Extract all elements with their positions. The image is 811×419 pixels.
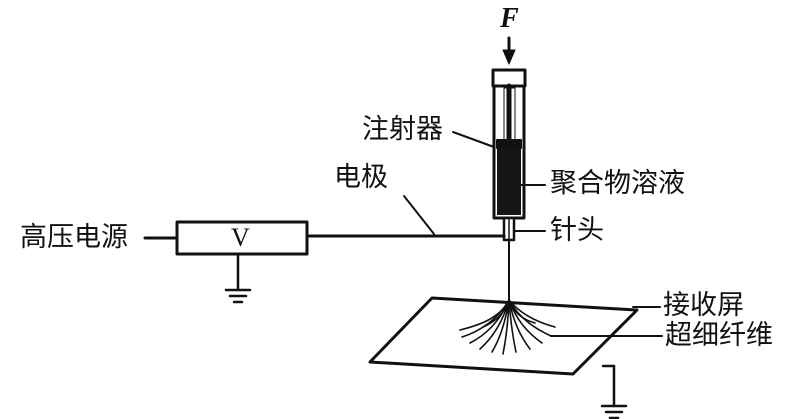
polymer-solution bbox=[497, 148, 521, 215]
syringe-leader bbox=[452, 131, 495, 148]
polymer-solution-label: 聚合物溶液 bbox=[550, 168, 685, 199]
electrode-leader bbox=[403, 195, 435, 235]
syringe-label: 注射器 bbox=[362, 114, 443, 145]
voltmeter-box bbox=[175, 220, 309, 256]
ultrafine-fiber-label: 超细纤维 bbox=[665, 320, 773, 351]
needle-label: 针头 bbox=[550, 215, 604, 246]
force-arrow bbox=[502, 36, 516, 65]
ground-symbol-right bbox=[600, 404, 628, 419]
force-label: F bbox=[500, 3, 519, 34]
voltmeter-label: V bbox=[231, 223, 250, 252]
ground-symbol-left bbox=[224, 288, 252, 304]
plunger-piston bbox=[496, 139, 522, 149]
collector-screen bbox=[368, 296, 639, 376]
collector-screen-label: 接收屏 bbox=[663, 290, 744, 321]
electrode-label: 电极 bbox=[334, 162, 388, 193]
power-supply-label: 高压电源 bbox=[20, 222, 128, 253]
ultrafine-fibers bbox=[459, 299, 556, 355]
